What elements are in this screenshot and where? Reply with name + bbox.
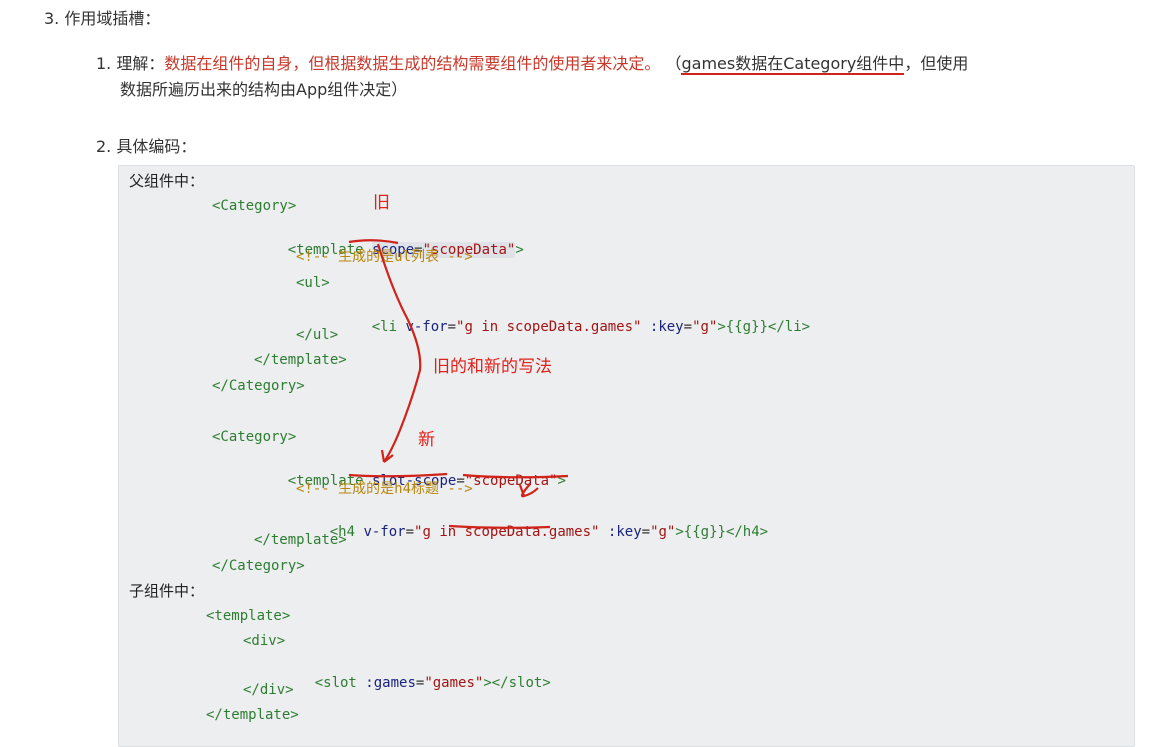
code-line: <ul> xyxy=(296,275,330,291)
code-line: <slot :games="games"></slot> xyxy=(314,675,551,691)
section-number: 3. xyxy=(44,9,60,28)
annotation-old: 旧 xyxy=(373,193,390,213)
code-line: <Category> xyxy=(212,429,297,445)
code-line: </template> xyxy=(254,532,347,548)
code-line: <li v-for="g in scopeData.games" :key="g… xyxy=(371,319,811,335)
code-line: <Category> xyxy=(212,198,297,214)
code-line: </Category> xyxy=(212,378,305,394)
code-comment: <!-- 生成的是ul列表 --> xyxy=(296,249,473,265)
note-underlined: games数据在Category组件中 xyxy=(681,54,905,75)
code-block: 父组件中： <Category> <template scope="scopeD… xyxy=(118,165,1135,747)
item-number: 1. xyxy=(96,54,112,73)
list-item-understanding: 1. 理解：数据在组件的自身，但根据数据生成的结构需要组件的使用者来决定。 （g… xyxy=(96,51,1136,103)
code-line: <h4 v-for="g in scopeData.games" :key="g… xyxy=(329,524,769,540)
note-rest: ，但使用 xyxy=(904,54,969,73)
code-line: </Category> xyxy=(212,558,305,574)
code-line: </ul> xyxy=(296,327,339,343)
code-line: </template> xyxy=(254,352,347,368)
annotation-old-vs-new: 旧的和新的写法 xyxy=(433,357,552,377)
list-item-coding: 2. 具体编码： xyxy=(96,134,196,160)
code-line: <template> xyxy=(206,608,291,624)
section-title: 作用域插槽： xyxy=(64,9,161,28)
note-prefix: （ xyxy=(660,54,682,73)
annotation-new: 新 xyxy=(418,430,435,450)
item-line2: 数据所遍历出来的结构由App组件决定） xyxy=(120,80,408,99)
item-label: 理解： xyxy=(116,54,165,73)
code-line: </div> xyxy=(243,682,294,698)
code-comment: <!-- 生成的是h4标题 --> xyxy=(296,481,473,497)
item-number: 2. xyxy=(96,137,112,156)
code-line: <div> xyxy=(243,633,286,649)
item-emphasis: 数据在组件的自身，但根据数据生成的结构需要组件的使用者来决定。 xyxy=(164,54,661,73)
section-heading: 3. 作用域插槽： xyxy=(44,6,160,32)
parent-label: 父组件中： xyxy=(129,172,205,190)
item-label: 具体编码： xyxy=(116,137,197,156)
child-label: 子组件中： xyxy=(129,582,205,600)
code-line: </template> xyxy=(206,707,299,723)
